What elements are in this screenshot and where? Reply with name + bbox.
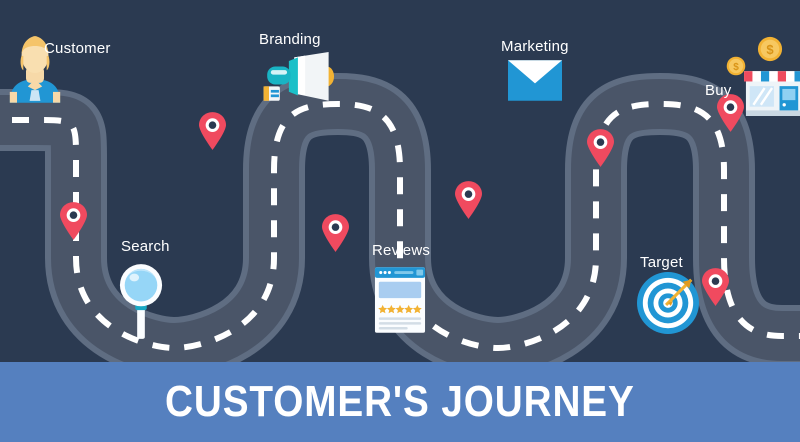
title-banner: CUSTOMER'S JOURNEY [0, 362, 800, 442]
coin-small [726, 56, 746, 76]
coin-large [757, 36, 783, 62]
milestone-icon-review [374, 267, 426, 333]
milestone-icon-envelope [508, 60, 562, 101]
page-title: CUSTOMER'S JOURNEY [165, 377, 635, 426]
milestone-icon-dartboard [637, 272, 699, 334]
